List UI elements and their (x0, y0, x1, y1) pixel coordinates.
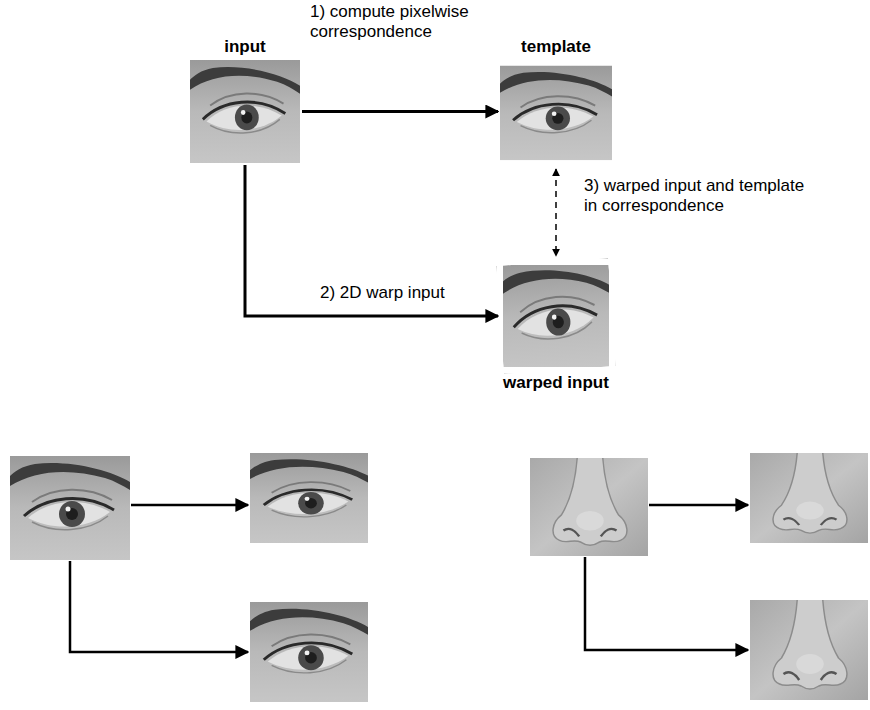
eye-input (10, 456, 130, 560)
correspondence-arrow (555, 169, 557, 256)
photo-area (500, 262, 612, 370)
nose-warped (750, 600, 868, 700)
photo-trim (500, 262, 612, 370)
arrow (131, 504, 248, 507)
arrow (70, 561, 248, 652)
nose-template (750, 453, 868, 543)
step-label: 2) 2D warp input (318, 283, 447, 303)
arrow (649, 504, 748, 507)
process-arrow (302, 110, 498, 113)
image-node: template (500, 36, 612, 163)
image-heading: template (521, 36, 591, 58)
image-heading: warped input (503, 372, 609, 394)
process-arrow (245, 165, 498, 316)
image-heading: input (224, 36, 266, 58)
template-photo (500, 66, 612, 161)
arrow (585, 557, 748, 650)
step-label: 1) compute pixelwise correspondence (308, 2, 497, 42)
eye-warped (250, 602, 368, 702)
image-node: warped input (500, 262, 612, 394)
image-node: input (190, 36, 300, 163)
step-label: 3) warped input and template in correspo… (582, 176, 816, 216)
photo-area (500, 60, 612, 163)
nose-input (530, 458, 648, 556)
warped-photo (496, 258, 615, 374)
eye-template (250, 453, 368, 543)
input-photo (190, 60, 300, 163)
photo-area (190, 60, 300, 163)
